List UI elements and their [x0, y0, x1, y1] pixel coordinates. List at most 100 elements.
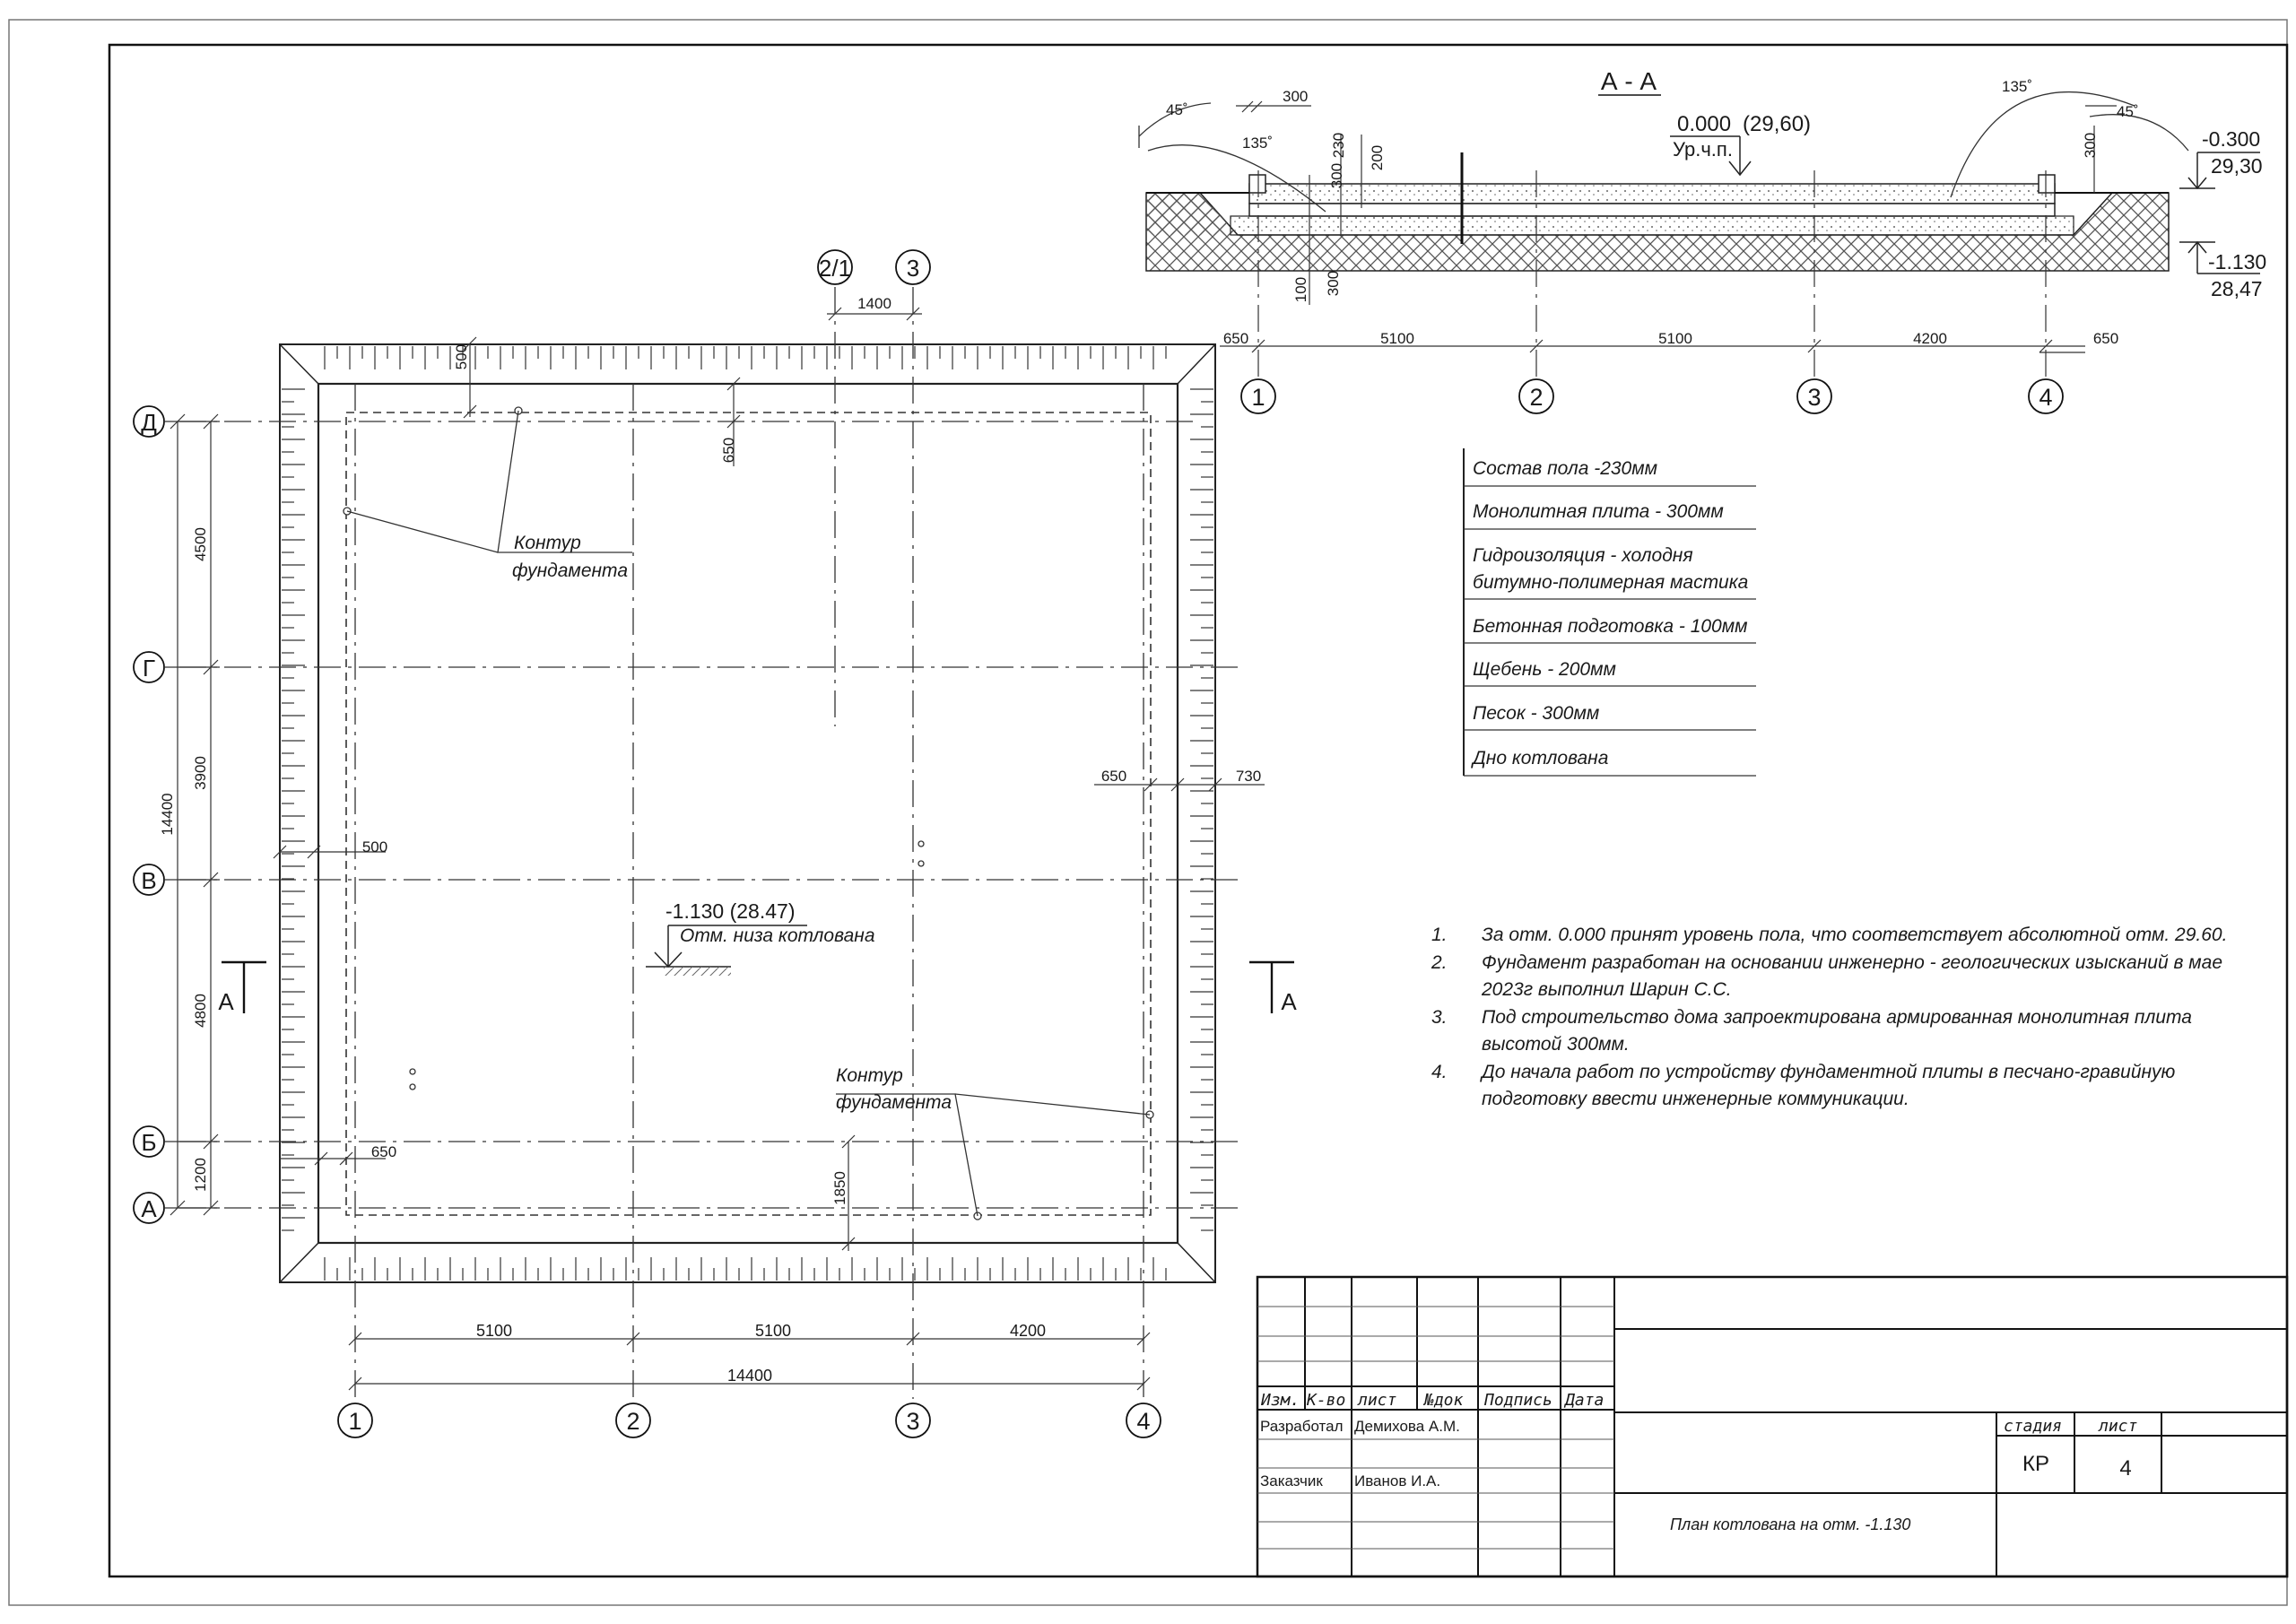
slope-band: [279, 343, 1216, 1283]
pit-level-value: -1.130 (28.47): [665, 899, 795, 923]
layer-1: Состав пола -230мм: [1473, 458, 1657, 479]
section-mark-right: А: [1281, 988, 1297, 1015]
tb-col-kvo: К-во: [1306, 1391, 1345, 1410]
axis-label-D: Д: [141, 409, 157, 436]
tb-col-izm: Изм.: [1260, 1391, 1300, 1410]
axis-label-3: 3: [906, 1408, 919, 1435]
dim-bottom-1850: 1850: [831, 1171, 848, 1205]
dim-left-3900: 3900: [192, 756, 209, 790]
note-3-text-1: Под строительство дома запроектирована а…: [1482, 1007, 2192, 1028]
tb-developed-name: Демихова А.М.: [1354, 1418, 1460, 1435]
axis-label-G: Г: [143, 655, 155, 682]
dim-right-650: 650: [1101, 768, 1126, 785]
note-4-text-1: До начала работ по устройству фундаментн…: [1480, 1062, 2176, 1082]
general-notes: 1. За отм. 0.000 принят уровень пола, чт…: [1431, 925, 2227, 1109]
section-prep: [1230, 215, 2074, 236]
tb-col-podp: Подпись: [1483, 1391, 1552, 1410]
layer-3-line-1: Гидроизоляция - холодня: [1473, 545, 1693, 566]
dim-section-bottom-4: 650: [2093, 330, 2118, 347]
dim-section-300-a: 300: [1328, 163, 1345, 188]
angle-45-left: 45˚: [1166, 101, 1188, 118]
level-right-2-abs: 28,47: [2211, 277, 2263, 300]
tb-stage-label: стадия: [2004, 1417, 2062, 1436]
contour-label-bottom-1: Контур: [836, 1065, 903, 1086]
layers-table: Состав пола -230мм Монолитная плита - 30…: [1463, 448, 1756, 777]
level-right-1-abs: 29,30: [2211, 154, 2263, 178]
dim-section-bottom-0: 650: [1223, 330, 1248, 347]
tb-sheet-value: 4: [2119, 1456, 2131, 1481]
contour-label-top-2: фундамента: [512, 560, 628, 581]
dim-section-230: 230: [1330, 133, 1347, 158]
dim-top-650: 650: [720, 438, 737, 463]
section-floor: [1248, 183, 2056, 204]
dim-bottom-2: 5100: [755, 1322, 791, 1340]
note-2-num: 2.: [1431, 952, 1448, 973]
note-3-num: 3.: [1431, 1007, 1448, 1028]
slope-hatch-left: [282, 388, 305, 1231]
axis-label-1: 1: [348, 1408, 361, 1435]
tb-customer-name: Иванов И.А.: [1354, 1472, 1440, 1489]
section-axis-4: 4: [2039, 384, 2052, 411]
section-mark-left: А: [218, 988, 234, 1015]
section-axis-3: 3: [1807, 384, 1821, 411]
section-title: А - А: [1601, 67, 1657, 95]
layer-2: Монолитная плита - 300мм: [1473, 501, 1724, 522]
dim-section-bottom-2: 5100: [1658, 330, 1692, 347]
dim-axis-offset: 1400: [857, 295, 891, 312]
dim-left-1200: 1200: [192, 1158, 209, 1192]
dim-bottom-1: 5100: [476, 1322, 512, 1340]
dim-top-500: 500: [453, 344, 470, 369]
dim-right-730: 730: [1236, 768, 1261, 785]
section-axis-2: 2: [1529, 384, 1543, 411]
drawing-frame: [108, 43, 2289, 1578]
note-1-text: За отм. 0.000 принят уровень пола, что с…: [1482, 925, 2227, 945]
axis-label-A: А: [141, 1195, 157, 1222]
pit-level-text: Отм. низа котлована: [680, 925, 875, 946]
level-right-1: -0.300: [2202, 127, 2260, 151]
tb-col-list: лист: [1357, 1391, 1397, 1410]
tb-stage-value: КР: [2022, 1452, 2049, 1476]
level-zero: 0.000: [1677, 112, 1731, 136]
note-4-num: 4.: [1431, 1062, 1448, 1082]
slope-hatch-right: [1190, 388, 1213, 1231]
note-3-text-2: высотой 300мм.: [1482, 1034, 1630, 1055]
note-2-text-1: Фундамент разработан на основании инжене…: [1482, 952, 2222, 973]
excavation-plan: Д Г В Б А 4500 3900: [133, 249, 1297, 1438]
tb-customer-label: Заказчик: [1260, 1472, 1323, 1489]
dim-bottom-total: 14400: [727, 1367, 772, 1385]
title-block: Изм. К-во лист №док Подпись Дата Разрабо…: [1256, 1275, 2289, 1578]
section-axis-1: 1: [1251, 384, 1265, 411]
axis-label-3-top: 3: [907, 255, 919, 282]
dim-left-4500: 4500: [192, 527, 209, 561]
dim-section-200: 200: [1369, 145, 1386, 170]
tb-col-ndok: №док: [1422, 1391, 1464, 1410]
note-2-text-2: 2023г выполнил Шарин С.С.: [1481, 979, 1732, 1000]
tb-col-data: Дата: [1563, 1391, 1604, 1410]
dims-left: [164, 413, 220, 1216]
dim-section-300-right: 300: [2082, 133, 2099, 158]
layer-3-line-2: битумно-полимерная мастика: [1473, 572, 1748, 593]
axis-label-2: 2: [626, 1408, 639, 1435]
contour-label-top-1: Контур: [514, 533, 581, 553]
dim-left-650: 650: [371, 1143, 396, 1160]
layer-4: Бетонная подготовка - 100мм: [1473, 616, 1748, 637]
axis-bubbles-bottom: 1 2 3 4: [337, 1403, 1161, 1438]
angle-45-right: 45˚: [2117, 103, 2139, 120]
slope-hatch-bottom: [324, 1257, 1167, 1281]
contour-label-bottom-2: фундамента: [836, 1092, 952, 1113]
note-4-text-2: подготовку ввести инженерные коммуникаци…: [1482, 1089, 1909, 1109]
slope-hatch-top: [324, 346, 1167, 369]
dim-left-500: 500: [362, 838, 387, 855]
pit-bottom-outline: [317, 382, 1179, 1245]
dim-section-100: 100: [1292, 277, 1309, 302]
dim-left-total: 14400: [159, 793, 176, 835]
angle-135-left: 135˚: [1242, 135, 1273, 152]
level-right-2: -1.130: [2208, 250, 2266, 274]
level-zero-abs: (29,60): [1743, 112, 1811, 136]
axis-label-2-1: 2/1: [819, 255, 851, 282]
tb-drawing-name: План котлована на отм. -1.130: [1670, 1515, 1910, 1533]
section-slab: [1248, 203, 2056, 217]
layer-6: Песок - 300мм: [1473, 703, 1599, 724]
section-aa: А - А 45˚ 135˚ 135˚ 45˚: [1138, 67, 2266, 414]
